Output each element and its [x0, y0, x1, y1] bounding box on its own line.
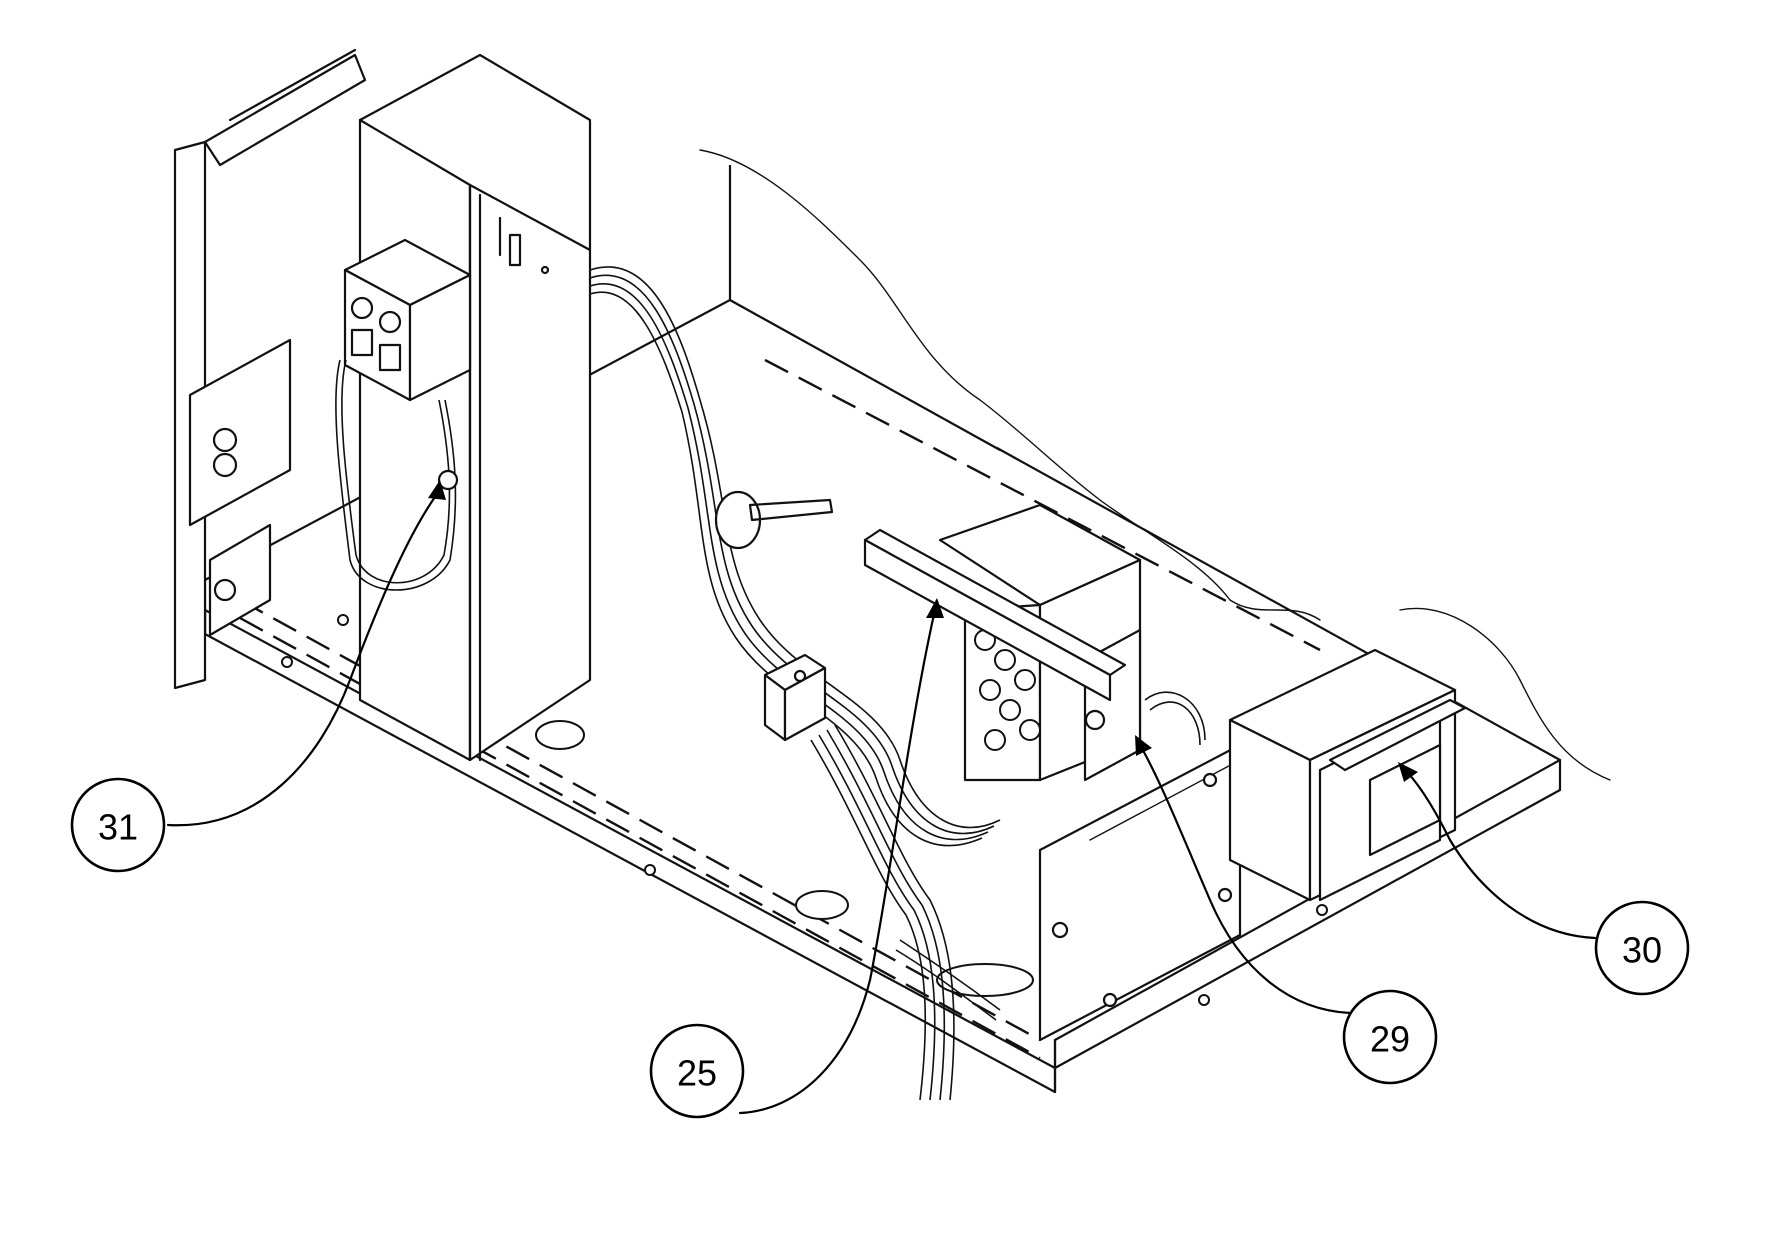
callout-25: 25 [649, 1023, 745, 1119]
arrowhead-30 [1398, 762, 1418, 782]
callout-label-30: 30 [1622, 930, 1662, 971]
leader-29 [1138, 743, 1352, 1015]
callout-label-31: 31 [98, 807, 138, 848]
bracket-icon [863, 528, 1127, 702]
callout-leaders [166, 480, 1597, 1115]
knockout-holes [974, 629, 1041, 751]
arrowhead-31 [428, 480, 446, 500]
callout-label-29: 29 [1370, 1019, 1410, 1060]
relay-icon [763, 653, 827, 742]
callout-29: 29 [1342, 989, 1438, 1085]
transformer-icon [1144, 648, 1467, 902]
callout-label-25: 25 [677, 1053, 717, 1094]
leader-30 [1403, 768, 1597, 940]
terminal-enclosure [358, 53, 592, 762]
cutaway-break-lines [699, 149, 1611, 781]
left-upright-panel [173, 48, 367, 690]
callout-31: 31 [70, 777, 166, 873]
callout-30: 30 [1594, 900, 1690, 996]
front-right-panel [1038, 743, 1242, 1042]
arrowhead-25 [926, 598, 944, 618]
arrowhead-29 [1135, 735, 1152, 756]
main-wire-harness [589, 266, 1001, 1101]
terminal-block-icon [335, 238, 472, 591]
leader-31 [166, 488, 442, 827]
cable-tie-icon [714, 490, 834, 550]
leader-25 [738, 608, 937, 1115]
